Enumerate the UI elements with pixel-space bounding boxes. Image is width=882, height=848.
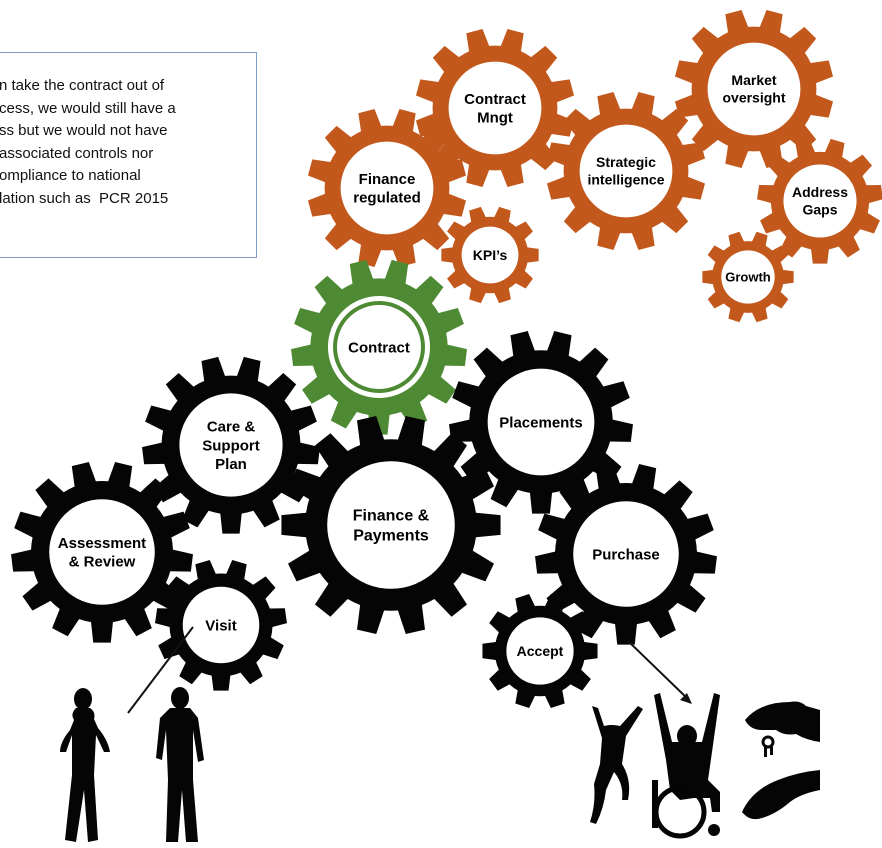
- gear-hub: [327, 295, 431, 399]
- gear-growth: Growth: [702, 231, 794, 323]
- gear-hub: [49, 499, 155, 605]
- gear-label: Accept: [517, 643, 564, 659]
- pointer-line-purchase: [627, 640, 690, 701]
- info-textbox: n take the contract out of cess, we woul…: [0, 52, 257, 258]
- gear-hub: [573, 501, 679, 607]
- gear-label: & Review: [69, 554, 136, 571]
- gear-hub: [461, 226, 519, 284]
- jumping-woman-silhouette: [590, 706, 643, 824]
- gear-label: Support: [202, 437, 260, 454]
- gear-label: Finance &: [353, 508, 430, 525]
- info-line: ss but we would not have: [0, 122, 168, 139]
- gear-label: Mngt: [477, 110, 513, 127]
- man-silhouette: [156, 687, 204, 842]
- gear-label: Assessment: [58, 535, 146, 552]
- gear-label: Gaps: [802, 202, 837, 218]
- gear-label: regulated: [353, 190, 421, 207]
- gear-accept: Accept: [482, 594, 598, 708]
- gear-placements: Placements: [449, 330, 633, 514]
- gear-finance-regulated: Finance regulated: [307, 108, 467, 268]
- info-line: cess, we would still have a: [0, 99, 176, 117]
- gear-finance-payments: Finance & Payments: [281, 416, 501, 634]
- info-line: n take the contract out of: [0, 77, 165, 94]
- gear-hub: [182, 586, 260, 664]
- gear-label: Care &: [207, 419, 256, 436]
- gear-hub: [506, 617, 574, 685]
- gear-market-oversight: Market oversight: [674, 9, 834, 169]
- gear-label: Contract: [464, 91, 526, 108]
- gear-hub: [487, 368, 595, 476]
- gear-purchase: Purchase: [535, 463, 717, 645]
- gear-contract: Contract: [291, 259, 467, 435]
- gear-hub: [783, 164, 857, 238]
- gear-label: intelligence: [587, 172, 664, 188]
- gear-label: Placements: [499, 414, 582, 431]
- gear-label: oversight: [722, 90, 785, 106]
- gears-layer: MarketoversightContractMngtStrategicinte…: [11, 9, 882, 708]
- gear-hub: [721, 250, 775, 304]
- gear-hub: [179, 393, 283, 497]
- gear-visit: Visit: [155, 559, 287, 691]
- gear-label: Plan: [215, 456, 247, 473]
- gear-label: Address: [792, 184, 848, 200]
- gear-hub: [707, 42, 801, 136]
- woman-silhouette: [60, 688, 110, 842]
- gear-label: Finance: [359, 171, 416, 188]
- info-line: lation such as PCR 2015: [0, 189, 169, 207]
- gear-kpis: KPI’s: [441, 206, 539, 304]
- gear-label: Strategic: [596, 154, 656, 170]
- gear-label: KPI’s: [473, 247, 508, 263]
- info-line: associated controls nor: [0, 144, 154, 162]
- gear-assessment-review: Assessment & Review: [11, 461, 193, 643]
- gear-label: Contract: [348, 339, 410, 356]
- gear-inner-ring: [333, 301, 425, 393]
- gear-label: Purchase: [592, 546, 660, 563]
- gear-hub: [327, 461, 455, 589]
- info-line: ompliance to national: [0, 167, 141, 184]
- gear-strategic-intelligence: Strategic intelligence: [546, 91, 706, 251]
- gear-label: Payments: [353, 528, 429, 545]
- gear-hub: [448, 61, 542, 155]
- gear-label: Visit: [205, 617, 236, 634]
- wheelchair-user-silhouette: [652, 693, 720, 839]
- gear-hub: [579, 124, 673, 218]
- key-handover-silhouette: [742, 701, 820, 820]
- pointer-arrowhead: [680, 693, 692, 704]
- gear-hub: [340, 141, 434, 235]
- pointer-line-visit: [127, 626, 194, 714]
- gear-label: Growth: [725, 270, 771, 285]
- gear-label: Market: [731, 72, 776, 88]
